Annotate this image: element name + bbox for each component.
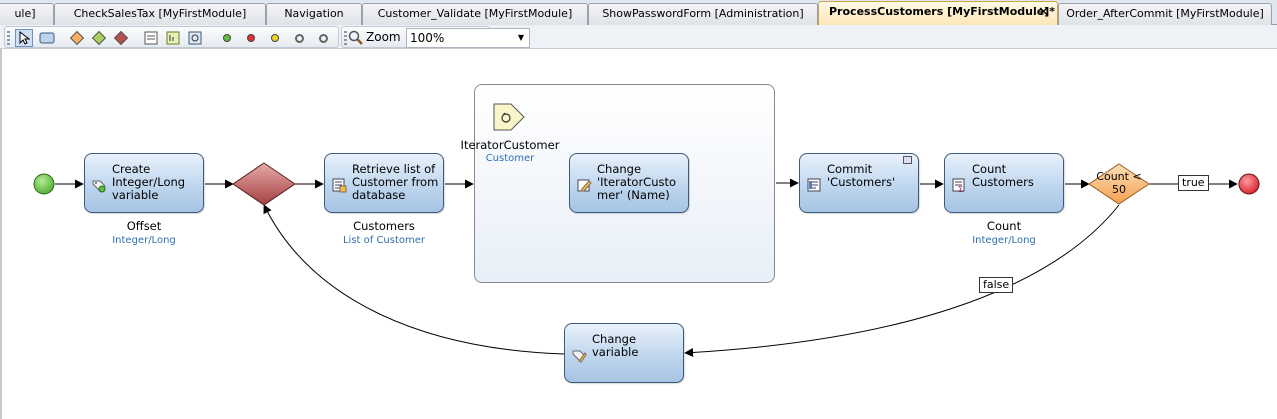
chevron-down-icon: ▼ xyxy=(517,33,524,42)
false-case-label[interactable]: false xyxy=(979,277,1014,293)
tab-customer-validate[interactable]: Customer_Validate [MyFirstModule] xyxy=(362,3,588,25)
commit-label: Commit 'Customers' xyxy=(827,162,896,189)
retrieve-label: Retrieve list of Customer from database xyxy=(352,162,439,202)
output-variable-type: Integer/Long xyxy=(972,235,1036,246)
tab-navigation[interactable]: Navigation xyxy=(266,3,362,25)
retrieve-activity[interactable]: Retrieve list of Customer from database xyxy=(324,153,444,213)
create-variable-output: Offset Integer/Long xyxy=(84,219,204,246)
count-label: Count Customers xyxy=(972,162,1034,189)
create-variable-label: Create Integer/Long variable xyxy=(112,162,186,202)
aggregate-list-icon: Σ xyxy=(951,177,967,194)
true-case-label[interactable]: true xyxy=(1178,175,1209,191)
end-event xyxy=(1238,173,1260,195)
start-event xyxy=(33,173,55,195)
commit-object-icon xyxy=(806,177,822,193)
inheritance-split-tool-icon[interactable] xyxy=(91,30,107,46)
continue-event-tool-icon[interactable] xyxy=(291,30,307,46)
end-event-tool-icon[interactable] xyxy=(243,30,259,46)
decision-gateway xyxy=(1088,163,1150,205)
iterator-name: IteratorCustomer xyxy=(460,138,560,152)
activity-tool-icon[interactable] xyxy=(39,30,55,46)
microflow-canvas[interactable]: Count < 50 Create Integer/Long variable … xyxy=(0,49,1277,419)
change-variable-label: Change variable xyxy=(592,332,639,359)
tab-showpasswordform[interactable]: ShowPasswordForm [Administration] xyxy=(588,3,818,25)
save-icon xyxy=(903,156,912,164)
change-variable-activity[interactable]: Change variable xyxy=(564,323,684,383)
svg-text:Σ: Σ xyxy=(958,185,963,193)
output-variable-name: Count xyxy=(986,219,1022,233)
iterator-type: Customer xyxy=(485,153,535,164)
loop-tool-icon[interactable] xyxy=(187,30,203,46)
document-tab-strip: ule] CheckSalesTax [MyFirstModule] Navig… xyxy=(0,0,1277,26)
flow-change-to-merge xyxy=(263,204,565,355)
zoom-value: 100% xyxy=(410,31,445,45)
tab-partial-module[interactable]: ule] xyxy=(0,3,54,25)
zoom-label: Zoom xyxy=(366,30,401,44)
output-variable-type: Integer/Long xyxy=(112,235,176,246)
editor-toolbar: Zoom 100% ▼ xyxy=(0,25,1277,49)
toolbar-grip-icon[interactable] xyxy=(344,31,347,45)
zoom-select[interactable]: 100% ▼ xyxy=(406,28,530,48)
toolbox-group xyxy=(4,26,339,48)
commit-activity[interactable]: Commit 'Customers' xyxy=(799,153,919,213)
tab-processcustomers[interactable]: ProcessCustomers [MyFirstModule]* ✕ xyxy=(818,1,1058,26)
output-variable-name: Offset xyxy=(126,219,162,233)
create-variable-activity[interactable]: Create Integer/Long variable xyxy=(84,153,204,213)
break-event-tool-icon[interactable] xyxy=(315,30,331,46)
loop-iterator: IteratorCustomer Customer xyxy=(460,138,560,164)
retrieve-output: Customers List of Customer xyxy=(324,219,444,246)
canvas-edge-divider xyxy=(0,49,2,419)
exclusive-split-tool-icon[interactable] xyxy=(69,30,85,46)
toolbar-grip-icon[interactable] xyxy=(7,31,10,45)
change-variable-icon xyxy=(571,347,587,363)
magnifier-icon xyxy=(348,30,364,46)
change-object-label: Change 'IteratorCusto mer' (Name) xyxy=(597,162,677,202)
flow-decision-false-to-change xyxy=(684,204,1120,358)
count-output: Count Integer/Long xyxy=(944,219,1064,246)
loop-iterator-icon xyxy=(493,103,525,131)
output-variable-name: Customers xyxy=(353,219,415,233)
pointer-tool-icon[interactable] xyxy=(15,29,33,47)
output-variable-type: List of Customer xyxy=(342,235,426,246)
tab-order-aftercommit[interactable]: Order_AfterCommit [MyFirstModule] xyxy=(1058,3,1272,25)
decision-label: Count < 50 xyxy=(1096,170,1142,196)
annotation-tool-icon[interactable] xyxy=(143,30,159,46)
tab-checksalestax[interactable]: CheckSalesTax [MyFirstModule] xyxy=(54,3,266,25)
create-variable-icon xyxy=(91,177,107,193)
start-event-tool-icon[interactable] xyxy=(219,30,235,46)
change-object-icon xyxy=(576,177,592,193)
count-activity[interactable]: Σ Count Customers xyxy=(944,153,1064,213)
zoom-group: Zoom 100% ▼ xyxy=(341,26,530,48)
error-event-tool-icon[interactable] xyxy=(267,30,283,46)
parameter-tool-icon[interactable] xyxy=(165,30,181,46)
change-object-activity[interactable]: Change 'IteratorCusto mer' (Name) xyxy=(569,153,689,213)
database-retrieve-icon xyxy=(331,177,347,193)
flow-lines xyxy=(33,103,1260,358)
merge-gateway xyxy=(232,162,296,206)
merge-tool-icon[interactable] xyxy=(113,30,129,46)
close-tab-icon[interactable]: ✕ xyxy=(1038,5,1049,20)
